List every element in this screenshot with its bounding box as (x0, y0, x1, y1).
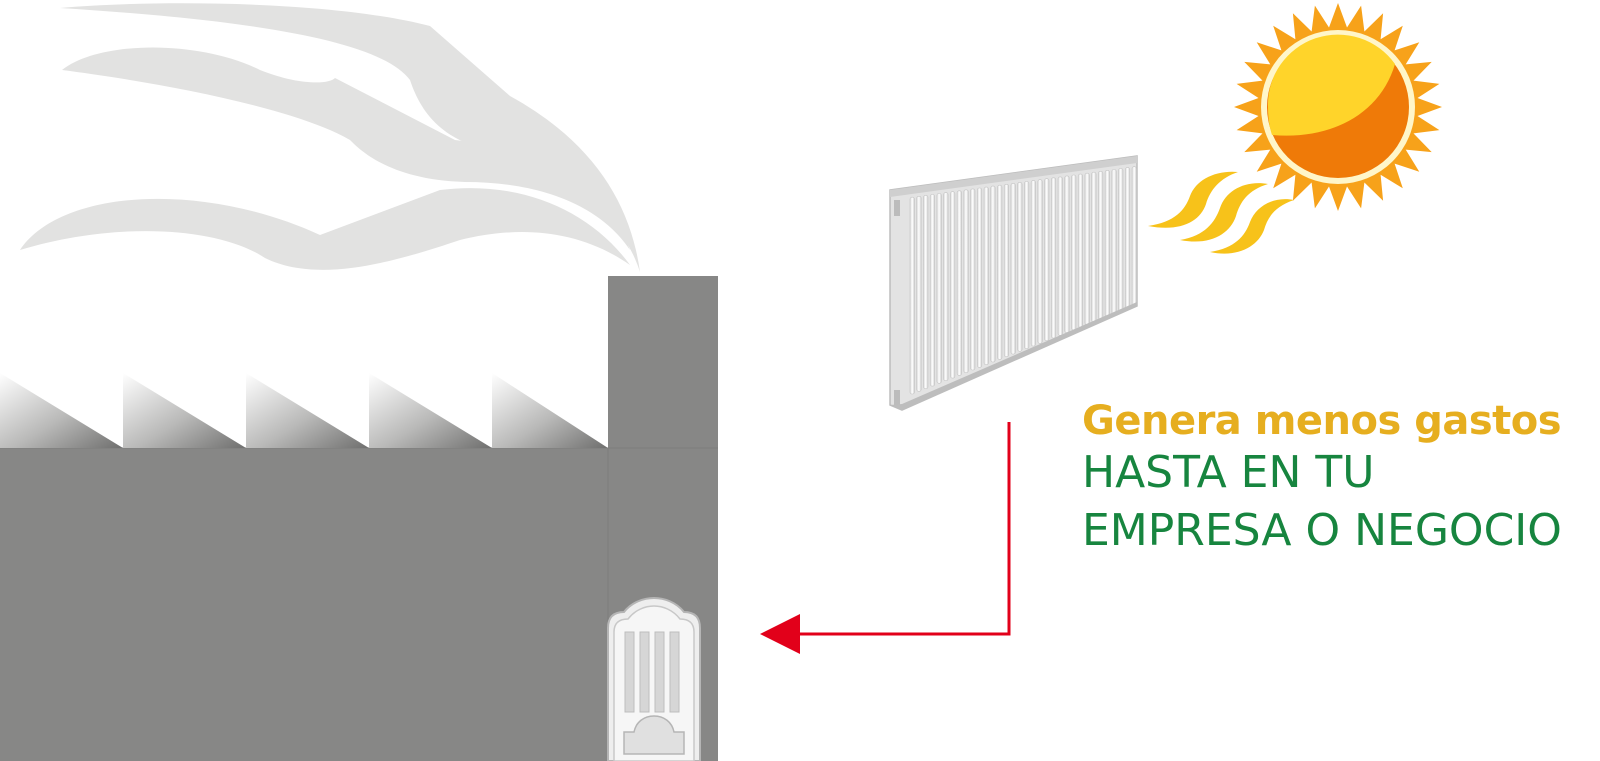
radiator-fin (1037, 179, 1043, 344)
arrow-icon (760, 422, 1011, 654)
radiator-fin (929, 194, 936, 387)
radiator-fin (1118, 168, 1124, 312)
radiator-fin (990, 185, 996, 363)
radiator-fin (1057, 176, 1063, 336)
radiator-fin (1077, 173, 1083, 328)
radiator-fin (936, 193, 942, 384)
radiator-fin (1030, 180, 1036, 347)
factory-wall (0, 448, 718, 761)
heat-waves-icon (1148, 171, 1294, 254)
radiator-fin (923, 195, 929, 389)
radiator-fin (997, 184, 1003, 360)
radiator-fin (1003, 184, 1010, 357)
radiator-fin (970, 188, 976, 371)
radiator-fin (956, 190, 962, 376)
radiator-fin (1125, 167, 1131, 309)
radiator-fin (1084, 172, 1090, 325)
radiator-fin (1098, 171, 1104, 320)
radiator-fin (1024, 181, 1030, 349)
caption: Genera menos gastos HASTA EN TU EMPRESA … (1082, 398, 1562, 560)
radiator-fin (1044, 178, 1050, 341)
radiator-fin (943, 192, 949, 382)
caption-line-2: EMPRESA O NEGOCIO (1082, 505, 1562, 556)
radiator-fin (1104, 170, 1110, 317)
radiator-fin (1010, 183, 1016, 355)
caption-line-1: HASTA EN TU (1082, 447, 1375, 498)
caption-headline: Genera menos gastos (1082, 398, 1562, 444)
radiator-fin (1051, 177, 1057, 339)
radiator-fin (976, 187, 983, 368)
radiator-fin (916, 196, 922, 392)
radiator-fin (909, 196, 915, 395)
factory-icon (0, 276, 718, 761)
radiator-fin (983, 186, 989, 366)
factory-chimney (608, 276, 718, 448)
radiator-fin (963, 189, 969, 373)
radiator-fin (1131, 166, 1137, 307)
radiator-fin (1091, 171, 1097, 323)
radiator-icon (889, 155, 1138, 411)
radiator-fin (950, 191, 956, 379)
sun-icon (1234, 3, 1442, 211)
radiator-fin (1071, 174, 1077, 331)
radiator-fin (1017, 182, 1023, 352)
radiator-fin (1111, 169, 1117, 315)
door-icon (607, 596, 701, 761)
radiator-fin (1064, 175, 1070, 333)
smoke-icon (20, 3, 640, 273)
factory-roof (0, 373, 608, 448)
